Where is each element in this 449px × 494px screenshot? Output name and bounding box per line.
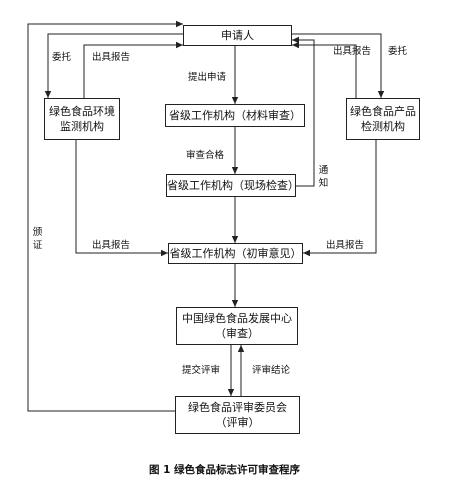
figure-caption: 图 1 绿色食品标志许可审查程序 [148,464,301,476]
label-review-result: 评审结论 [252,365,291,376]
label-submit-review: 提交评审 [182,365,221,376]
label-report-right-top: 出具报告 [333,46,372,57]
label-report-left-mid: 出具报告 [92,240,131,251]
arrow-report-left-mid [75,140,168,257]
label-notify-char2: 知 [318,178,329,189]
node-prov-material: 省级工作机构（材料审查） [165,104,305,127]
node-prov-material-label: 省级工作机构（材料审查） [169,109,301,122]
node-product-test: 绿色食品产品 检测机构 [346,98,420,140]
node-env-monitor-line1: 绿色食品环境 [49,105,115,118]
label-review-passed: 审查合格 [186,150,225,161]
node-product-test-line1: 绿色食品产品 [350,105,416,118]
arrow-notify [292,36,315,187]
node-prov-onsite: 省级工作机构（现场检查） [166,174,299,197]
label-issue-cert: 颁 证 [32,226,43,252]
arrow-entrust-left [44,33,183,98]
arrow-report-right-mid [303,140,377,257]
label-notify-char1: 通 [318,165,329,176]
node-committee-line2: （评审） [215,416,260,429]
arrow-issue-cert [27,20,183,412]
node-env-monitor: 绿色食品环境 监测机构 [44,98,120,140]
node-env-monitor-line2: 监测机构 [60,120,104,133]
node-prov-onsite-label: 省级工作机构（现场检查） [167,179,299,192]
label-report-left-top: 出具报告 [92,52,131,63]
arrow-entrust-right [292,33,385,98]
label-issue-cert-char1: 颁 [32,227,43,238]
node-center-line2: （审查） [215,327,259,340]
label-issue-cert-char2: 证 [32,240,43,251]
arrow-report-left-top [83,41,183,98]
node-committee-line1: 绿色食品评审委员会 [188,401,287,414]
node-committee: 绿色食品评审委员会 （评审） [175,396,300,434]
label-notify: 通 知 [318,164,329,190]
node-center-line1: 中国绿色食品发展中心 [182,312,292,325]
label-entrust-left: 委托 [52,52,72,63]
node-applicant-label: 申请人 [221,29,254,42]
node-product-test-line2: 检测机构 [361,120,405,133]
arrow-report-right-top [292,41,357,98]
label-submit-application: 提出申请 [188,72,227,83]
label-entrust-right: 委托 [388,46,408,57]
node-prov-initial: 省级工作机构（初审意见） [168,243,303,264]
node-prov-initial-label: 省级工作机构（初审意见） [169,247,302,260]
node-applicant: 申请人 [183,25,292,46]
label-report-right-mid: 出具报告 [326,240,365,251]
node-center: 中国绿色食品发展中心 （审查） [176,307,298,345]
